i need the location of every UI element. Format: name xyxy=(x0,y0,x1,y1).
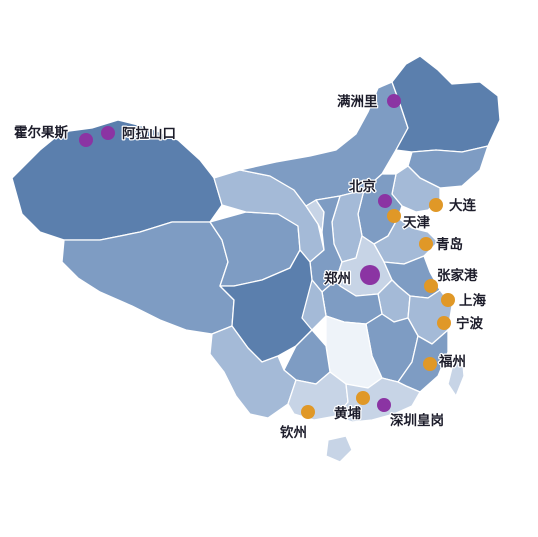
city-label-dalian: 大连 xyxy=(449,197,476,214)
city-label-qingdao: 青岛 xyxy=(436,236,463,253)
city-label-zhengzhou: 郑州 xyxy=(324,270,351,287)
city-marker-horgos xyxy=(79,133,93,147)
region-heilongjiang xyxy=(391,55,501,153)
city-label-zhangjiagang: 张家港 xyxy=(437,267,478,284)
city-marker-huangpu xyxy=(356,391,370,405)
city-marker-fuzhou xyxy=(423,357,437,371)
city-marker-qinzhou xyxy=(301,405,315,419)
city-marker-zhangjiagang xyxy=(424,279,438,293)
city-label-tianjin: 天津 xyxy=(403,214,430,231)
region-taiwan xyxy=(447,353,465,397)
city-marker-shenzhen-huanggang xyxy=(377,398,391,412)
city-marker-tianjin xyxy=(387,209,401,223)
city-marker-dalian xyxy=(429,198,443,212)
city-label-manzhouli: 满洲里 xyxy=(337,93,378,110)
region-fujian xyxy=(397,329,449,393)
region-hainan xyxy=(325,435,353,463)
city-marker-zhengzhou xyxy=(360,265,380,285)
city-marker-alashankou xyxy=(101,126,115,140)
city-marker-shanghai xyxy=(441,293,455,307)
city-marker-beijing xyxy=(378,194,392,208)
city-marker-ningbo xyxy=(437,316,451,330)
city-label-beijing: 北京 xyxy=(349,178,376,195)
region-chongqing xyxy=(301,279,327,331)
city-marker-manzhouli xyxy=(387,94,401,108)
city-label-huangpu: 黄埔 xyxy=(334,405,361,422)
city-label-qinzhou: 钦州 xyxy=(280,424,307,441)
city-label-shanghai: 上海 xyxy=(459,292,486,309)
city-label-alashankou: 阿拉山口 xyxy=(122,125,176,142)
region-guangdong xyxy=(335,377,421,423)
city-label-shenzhen-huanggang: 深圳皇岗 xyxy=(390,412,444,429)
city-label-ningbo: 宁波 xyxy=(456,315,483,332)
city-marker-qingdao xyxy=(419,237,433,251)
city-label-horgos: 霍尔果斯 xyxy=(14,124,68,141)
city-label-fuzhou: 福州 xyxy=(438,353,466,370)
